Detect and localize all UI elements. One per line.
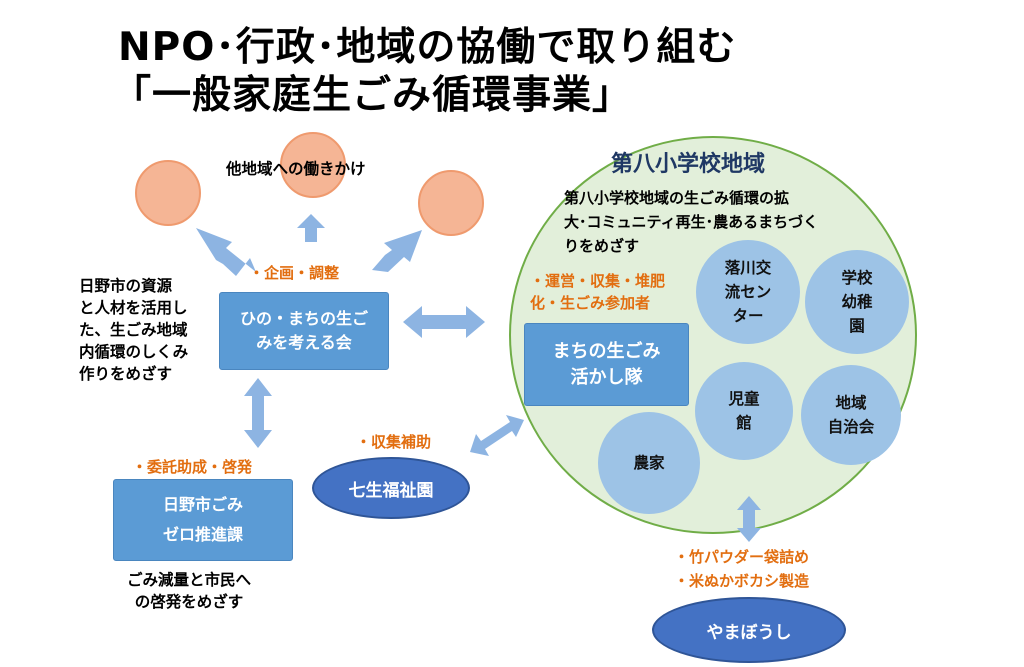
arrow-double-vertical xyxy=(244,378,272,448)
member-line: 農家 xyxy=(633,454,665,472)
district-goal-line: 第八小学校地域の生ごみ循環の拡 xyxy=(564,189,790,207)
member-line: 自治会 xyxy=(827,418,875,436)
yamaboshi-role-line: ・竹パウダー袋詰め xyxy=(674,548,810,566)
welfare-role: ・収集補助 xyxy=(356,433,432,451)
coordination-org-line2: みを考える会 xyxy=(256,333,352,352)
city-org-box: 日野市ごみ ゼロ推進課 xyxy=(113,479,293,561)
yamaboshi-org: やまぼうし xyxy=(706,622,792,643)
arrow-upright xyxy=(372,230,422,272)
member-line: 児童 xyxy=(728,390,760,408)
arrow-double-vertical-2 xyxy=(737,496,761,542)
arrow-upleft xyxy=(196,228,256,276)
coordination-org-box: ひの・まちの生ご みを考える会 xyxy=(219,292,389,370)
outreach-circle-right xyxy=(418,170,484,236)
yamaboshi-role-line: ・米ぬかボカシ製造 xyxy=(674,572,810,590)
title-line-2: 「一般家庭生ごみ循環事業」 xyxy=(112,73,633,118)
district-team-box: まちの生ごみ 活かし隊 xyxy=(524,323,689,406)
outreach-circle-left xyxy=(135,160,201,226)
coordination-goal: 日野市の資源 と人材を活用し た、生ごみ地域 内循環のしくみ 作りをめざす xyxy=(79,275,188,385)
district-goal-line: 大･コミュニティ再生･農あるまちづく xyxy=(564,213,819,231)
member-line: 館 xyxy=(736,414,752,432)
member-line: ター xyxy=(732,307,764,325)
district-role-line: 化・生ごみ参加者 xyxy=(530,294,651,312)
member-childrens-hall: 児童 館 xyxy=(695,362,793,460)
welfare-ellipse: 七生福祉園 xyxy=(312,457,470,519)
district-team-line2: 活かし隊 xyxy=(570,366,643,388)
coordination-goal-line: と人材を活用し xyxy=(79,299,188,317)
member-line: 園 xyxy=(849,317,865,335)
arrow-double-horizontal xyxy=(403,306,485,338)
coordination-goal-line: 作りをめざす xyxy=(79,365,173,383)
title-line-1: NPO･行政･地域の協働で取り組む xyxy=(118,25,737,70)
coordination-goal-line: 内循環のしくみ xyxy=(79,343,189,361)
district-role-line: ・運営・収集・堆肥 xyxy=(530,272,666,290)
city-goal-line: ごみ減量と市民へ xyxy=(127,571,252,589)
outreach-circle-center xyxy=(280,132,346,198)
yamaboshi-role: ・竹パウダー袋詰め ・米ぬかボカシ製造 xyxy=(674,545,809,593)
city-goal-line: の啓発をめざす xyxy=(134,593,244,611)
city-org-line2: ゼロ推進課 xyxy=(162,525,243,544)
member-line: 地域 xyxy=(835,394,867,412)
district-team-line1: まちの生ごみ xyxy=(552,340,661,362)
member-line: 幼稚 xyxy=(841,293,873,311)
district-title: 第八小学校地域 xyxy=(611,152,766,177)
member-line: 流セン xyxy=(724,283,772,301)
member-residents-assoc: 地域 自治会 xyxy=(801,365,901,465)
member-line: 学校 xyxy=(841,269,873,287)
welfare-org: 七生福祉園 xyxy=(348,480,434,501)
coordination-org-line1: ひの・まちの生ご xyxy=(239,309,368,328)
outreach-label: 他地域への働きかけ xyxy=(226,160,366,178)
member-farmer: 農家 xyxy=(598,412,700,514)
member-line: 落川交 xyxy=(724,259,772,277)
city-goal: ごみ減量と市民へ の啓発をめざす xyxy=(127,569,251,613)
city-org-line1: 日野市ごみ xyxy=(162,495,243,514)
city-role: ・委託助成・啓発 xyxy=(132,458,253,476)
district-goal: 第八小学校地域の生ごみ循環の拡 大･コミュニティ再生･農あるまちづく りをめざす xyxy=(564,186,818,258)
member-community-center: 落川交 流セン ター xyxy=(696,240,800,344)
coordination-role: ・企画・調整 xyxy=(249,264,340,282)
coordination-goal-line: 日野市の資源 xyxy=(79,277,173,295)
district-goal-line: りをめざす xyxy=(564,237,640,255)
coordination-goal-line: た、生ごみ地域 xyxy=(79,321,188,339)
member-kindergarten: 学校 幼稚 園 xyxy=(805,250,909,354)
arrow-up xyxy=(297,214,325,242)
yamaboshi-ellipse: やまぼうし xyxy=(652,597,846,663)
district-role: ・運営・収集・堆肥 化・生ごみ参加者 xyxy=(530,270,665,314)
arrow-double-diagonal xyxy=(470,415,524,456)
